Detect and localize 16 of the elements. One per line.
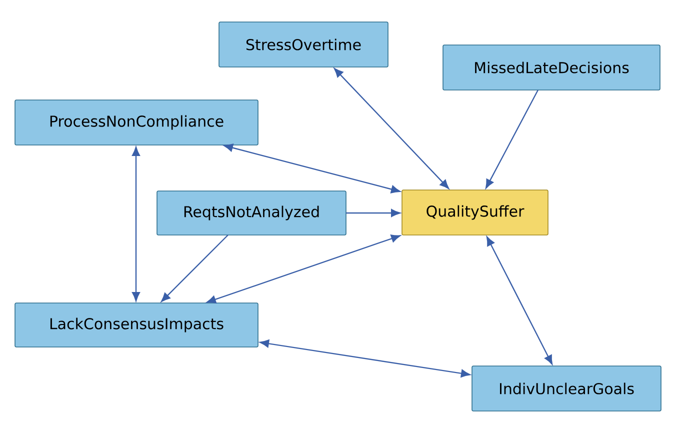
process-box: LackConsensusImpacts [14, 302, 258, 348]
arrow [224, 144, 400, 194]
process-box: QualitySuffer [402, 190, 548, 236]
process-box: ProcessNonCompliance [14, 100, 258, 146]
arrow [132, 146, 140, 302]
arrow [206, 234, 400, 304]
arrow [161, 234, 228, 302]
arrow [260, 340, 470, 378]
arrow [486, 236, 553, 365]
arrow [334, 68, 450, 189]
process-box: ReqtsNotAnalyzed [156, 190, 346, 236]
process-box: MissedLateDecisions [442, 44, 660, 90]
process-box: IndivUnclearGoals [472, 366, 662, 412]
arrow [346, 209, 400, 217]
arrow [485, 90, 539, 189]
process-box: StressOvertime [218, 22, 388, 68]
